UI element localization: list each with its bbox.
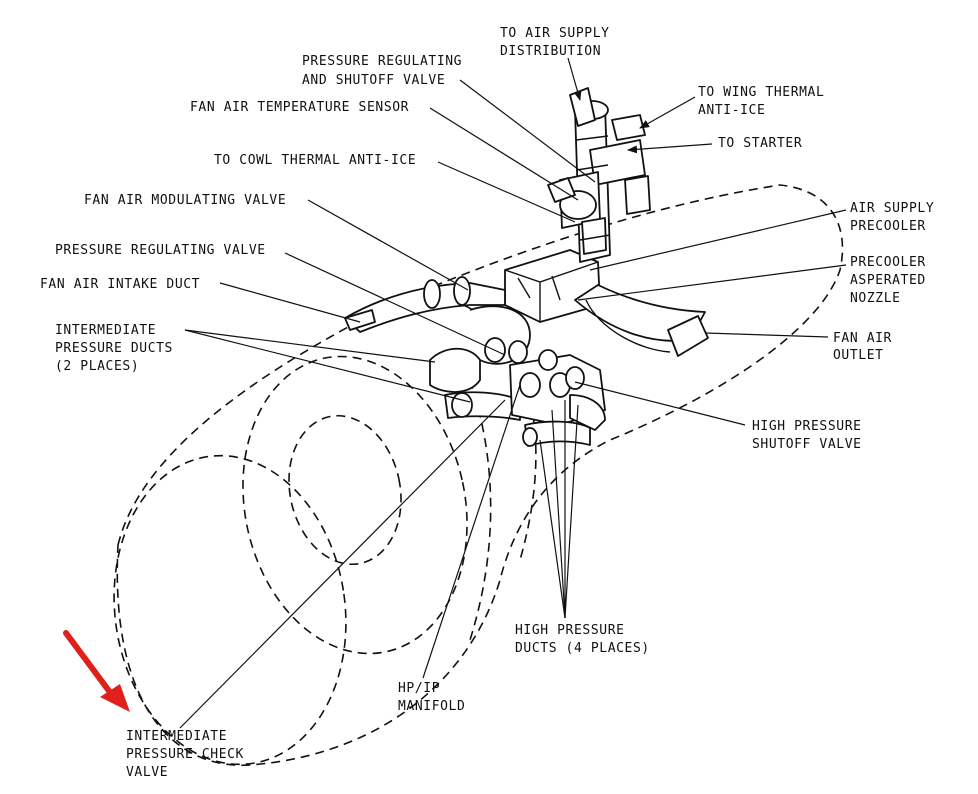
pressure-regulating-shutoff-valve-assembly [547,87,651,263]
label-intermediate-pressure-ducts: INTERMEDIATE PRESSURE DUCTS (2 PLACES) [55,323,181,374]
label-fan-air-temperature-sensor: FAN AIR TEMPERATURE SENSOR [190,100,409,115]
red-pointer-arrow-icon [63,630,130,712]
label-to-air-supply-distribution: TO AIR SUPPLY DISTRIBUTION [500,26,618,59]
engine-nacelle-outline [113,184,844,766]
leader-lines [179,57,847,729]
fan-air-intake-duct [344,276,506,333]
label-intermediate-pressure-check-valve: INTERMEDIATE PRESSURE CHECK VALVE [126,729,252,780]
callout-labels: TO AIR SUPPLY DISTRIBUTION PRESSURE REGU… [40,26,943,780]
fan-air-outlet-duct [574,284,709,357]
label-precooler-asperated-nozzle: PRECOOLER ASPERATED NOZZLE [850,255,934,306]
label-fan-air-intake-duct: FAN AIR INTAKE DUCT [40,277,200,292]
label-to-cowl-thermal-anti-ice: TO COWL THERMAL ANTI-ICE [214,153,416,168]
label-to-starter: TO STARTER [718,136,802,151]
label-high-pressure-shutoff-valve: HIGH PRESSURE SHUTOFF VALVE [752,419,870,452]
label-pressure-regulating-valve: PRESSURE REGULATING VALVE [55,243,266,258]
label-pressure-regulating-shutoff-valve: PRESSURE REGULATING AND SHUTOFF VALVE [302,54,471,88]
label-air-supply-precooler: AIR SUPPLY PRECOOLER [850,201,943,234]
hp-ip-manifold-piping [429,305,606,447]
label-fan-air-modulating-valve: FAN AIR MODULATING VALVE [84,193,286,208]
label-to-wing-thermal-anti-ice: TO WING THERMAL ANTI-ICE [698,85,833,118]
label-high-pressure-ducts: HIGH PRESSURE DUCTS (4 PLACES) [515,623,650,656]
label-fan-air-outlet: FAN AIR OUTLET [833,331,900,363]
label-hp-ip-manifold: HP/IP MANIFOLD [398,681,465,714]
